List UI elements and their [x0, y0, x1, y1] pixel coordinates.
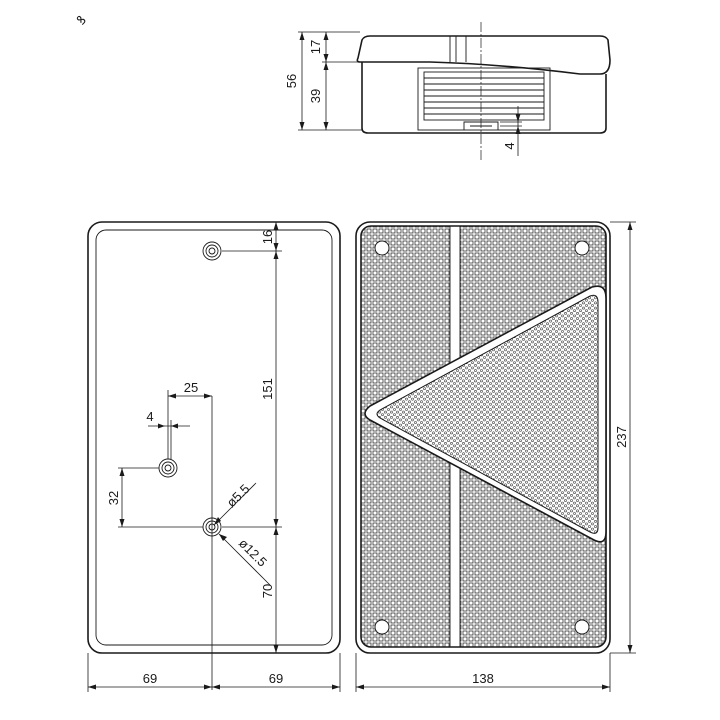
- screw-hole-top-left: [374, 240, 390, 256]
- screw-hole-top-right: [574, 240, 590, 256]
- dim-side-total-height: 56: [284, 74, 299, 88]
- side-view: 56 17 39 4: [284, 22, 611, 160]
- dim-top-hole-offset: 16: [260, 230, 275, 244]
- dim-total-width: 138: [472, 671, 494, 686]
- corner-mark: ꝸ: [74, 12, 90, 28]
- dim-diameter-outer: ø12.5: [236, 536, 270, 570]
- rear-view: 16 151 70 25 4 32 ø5.5: [87, 221, 341, 692]
- dim-bolt-horizontal: 25: [184, 380, 198, 395]
- dim-hole-spacing: 151: [260, 378, 275, 400]
- reflector-triangle: [364, 285, 607, 543]
- dim-diameter-inner: ø5.5: [224, 481, 253, 510]
- screw-hole-bottom-right: [574, 619, 590, 635]
- dim-bottom-offset: 70: [260, 584, 275, 598]
- dim-half-width-left: 69: [143, 671, 157, 686]
- lens-ribs: [424, 77, 544, 115]
- dim-total-height: 237: [614, 426, 629, 448]
- front-view: 237 138: [355, 221, 636, 692]
- dim-bolt-vertical: 32: [106, 491, 121, 505]
- top-mounting-hole: [202, 241, 222, 261]
- dim-half-width-right: 69: [269, 671, 283, 686]
- screw-hole-bottom-left: [374, 619, 390, 635]
- dim-side-clip-height: 4: [502, 142, 517, 149]
- dim-side-top-height: 17: [308, 40, 323, 54]
- dim-side-bottom-height: 39: [308, 89, 323, 103]
- dim-pin-width: 4: [146, 409, 153, 424]
- bolt-hole: [158, 458, 178, 478]
